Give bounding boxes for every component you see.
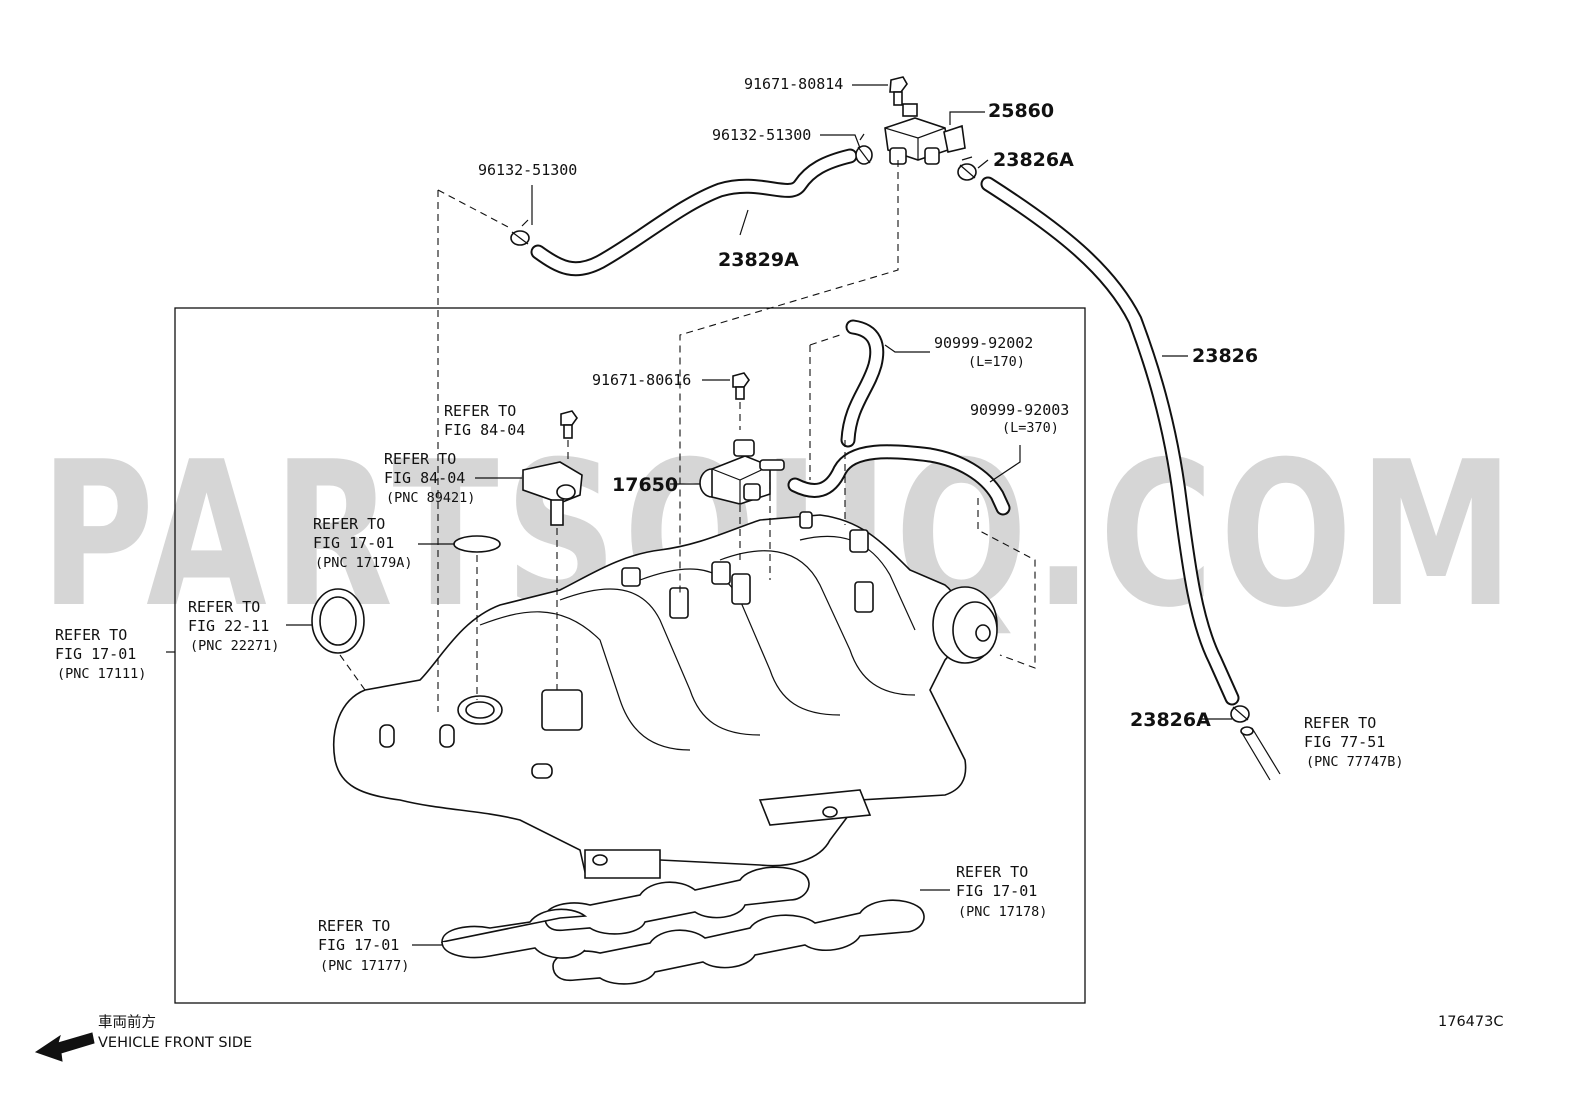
reference-line1: REFER TO [956, 863, 1028, 881]
reference-fig-17-01-manifold[interactable]: REFER TO FIG 17-01 (PNC 17111) [55, 626, 146, 682]
reference-fig-84-04-sensor[interactable]: REFER TO FIG 84-04 (PNC 89421) [384, 450, 475, 506]
label-23826a-top: 23826A [993, 149, 1074, 171]
reference-pnc: (PNC 89421) [386, 490, 475, 506]
label-96132-51300-top: 96132-51300 [712, 126, 811, 144]
leader-lines [166, 84, 1232, 946]
reference-pnc: (PNC 77747B) [1306, 754, 1404, 770]
label-91671-80616: 91671-80616 [592, 371, 691, 389]
vehicle-front-label: VEHICLE FRONT SIDE [98, 1035, 252, 1051]
label-90999-92003-length: (L=370) [1002, 420, 1059, 436]
label-23826: 23826 [1192, 345, 1258, 367]
arrow-left-icon [34, 1032, 95, 1062]
gasket-22271[interactable] [311, 588, 365, 654]
pipe-77747b [1240, 726, 1281, 781]
o-ring-17179a[interactable] [453, 535, 501, 553]
intake-manifold[interactable] [333, 511, 998, 879]
reference-line1: REFER TO [55, 626, 127, 644]
hose-clamp-23826a-bottom[interactable] [1230, 705, 1250, 723]
hose-90999-92003[interactable] [787, 444, 1011, 516]
label-25860: 25860 [988, 100, 1054, 122]
label-90999-92002: 90999-92002 [934, 334, 1033, 352]
reference-pnc: (PNC 17111) [57, 666, 146, 682]
reference-line1: REFER TO [318, 917, 390, 935]
label-96132-51300-left: 96132-51300 [478, 161, 577, 179]
reference-pnc: (PNC 17179A) [315, 555, 413, 571]
reference-pnc: (PNC 17177) [320, 958, 409, 974]
reference-line1: REFER TO [188, 598, 260, 616]
vehicle-front-indicator: 車両前方 VEHICLE FRONT SIDE [34, 1014, 252, 1062]
figure-number: 176473C [1438, 1014, 1503, 1030]
reference-line1: REFER TO [1304, 714, 1376, 732]
gasket-17177[interactable] [441, 899, 925, 985]
hose-23829a[interactable] [530, 148, 858, 277]
reference-line2: FIG 84-04 [384, 469, 465, 487]
reference-fig-84-04-bolt[interactable]: REFER TO FIG 84-04 [444, 402, 525, 439]
hose-clamp-23826a-top[interactable] [957, 156, 977, 181]
assembly-frame [174, 307, 1086, 1004]
reference-line2: FIG 22-11 [188, 617, 269, 635]
reference-line1: REFER TO [384, 450, 456, 468]
vehicle-front-japanese: 車両前方 [98, 1014, 156, 1031]
reference-fig-17-01-oring[interactable]: REFER TO FIG 17-01 (PNC 17179A) [313, 515, 413, 571]
vacuum-switching-valve-25860[interactable] [884, 103, 966, 165]
reference-pnc: (PNC 22271) [190, 638, 279, 654]
hose-clamp-top[interactable] [855, 133, 873, 165]
reference-fig-77-51[interactable]: REFER TO FIG 77-51 (PNC 77747B) [1304, 714, 1404, 770]
reference-line2: FIG 17-01 [956, 882, 1037, 900]
reference-line2: FIG 17-01 [55, 645, 136, 663]
reference-line2: FIG 17-01 [318, 936, 399, 954]
label-91671-80814: 91671-80814 [744, 75, 843, 93]
reference-line2: FIG 77-51 [1304, 733, 1385, 751]
gasket-17178[interactable] [544, 866, 810, 935]
reference-fig-17-01-gasket-left[interactable]: REFER TO FIG 17-01 (PNC 17177) [318, 917, 409, 974]
label-23829a: 23829A [718, 249, 799, 271]
hose-23826[interactable] [980, 176, 1240, 706]
hose-clamp-left[interactable] [510, 219, 530, 246]
label-23826a-bottom: 23826A [1130, 709, 1211, 731]
label-90999-92002-length: (L=170) [968, 354, 1025, 370]
bolt-sensor[interactable] [560, 410, 578, 439]
reference-fig-17-01-gasket-right[interactable]: REFER TO FIG 17-01 (PNC 17178) [956, 863, 1047, 920]
bolt-91671-80814[interactable] [889, 76, 908, 106]
reference-line1: REFER TO [313, 515, 385, 533]
reference-pnc: (PNC 17178) [958, 904, 1047, 920]
bolt-91671-80616[interactable] [732, 372, 750, 400]
reference-line2: FIG 84-04 [444, 421, 525, 439]
reference-fig-22-11[interactable]: REFER TO FIG 22-11 (PNC 22271) [188, 598, 279, 654]
dashed-guides [339, 160, 1036, 712]
label-90999-92003: 90999-92003 [970, 401, 1069, 419]
hose-90999-92002[interactable] [840, 319, 885, 448]
reference-line2: FIG 17-01 [313, 534, 394, 552]
sensor-89421[interactable] [522, 461, 583, 526]
reference-line1: REFER TO [444, 402, 516, 420]
label-17650: 17650 [612, 474, 678, 496]
